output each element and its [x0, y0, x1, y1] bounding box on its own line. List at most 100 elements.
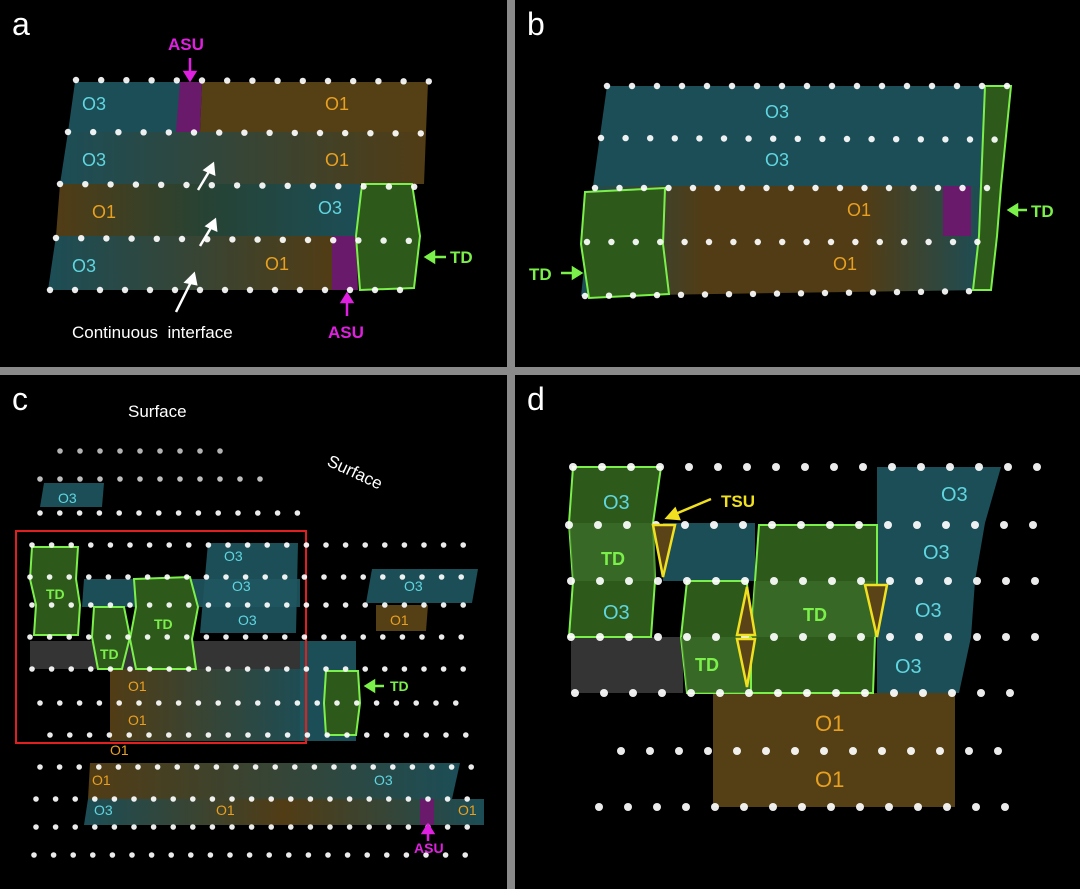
atom-dot: [77, 448, 83, 454]
atom-dot: [56, 764, 63, 770]
atom-dot: [190, 129, 198, 136]
atom-dot: [382, 602, 388, 608]
atom-dot: [745, 689, 753, 697]
atom-dot: [733, 747, 741, 755]
label-o1: O1: [110, 742, 129, 758]
atom-dot: [768, 521, 776, 529]
atom-dot: [171, 286, 179, 294]
atom-dot: [710, 521, 718, 529]
atom-dot: [266, 852, 273, 858]
atom-dot: [178, 235, 186, 243]
atom-dot: [382, 666, 388, 672]
atom-dot: [126, 732, 132, 738]
atom-dot: [941, 288, 949, 295]
atom-dot: [409, 764, 416, 770]
band-mix-3: [56, 184, 360, 236]
atom-dot: [380, 574, 386, 580]
atom-dot: [127, 542, 133, 548]
atom-dot: [246, 286, 254, 294]
atom-dot: [350, 77, 357, 85]
band-o1-small: [376, 605, 428, 631]
atom-dot: [716, 689, 724, 697]
label-td: TD: [390, 678, 409, 694]
panel-label: d: [527, 381, 545, 417]
label-o1: O1: [458, 802, 477, 818]
atom-dot: [107, 602, 114, 608]
atom-dot: [107, 542, 114, 548]
atom-dot: [429, 764, 435, 770]
atom-dot: [244, 542, 251, 548]
atom-dot: [629, 689, 637, 697]
atom-dot: [203, 574, 210, 580]
atom-dot: [978, 82, 986, 90]
panel-label: c: [12, 381, 28, 417]
atom-dot: [125, 634, 131, 640]
atom-dot: [1031, 577, 1039, 585]
atom-dot: [653, 82, 661, 90]
atom-dot: [268, 796, 275, 802]
atom-dot: [52, 234, 60, 242]
atom-dot: [334, 700, 340, 706]
atom-dot: [720, 135, 728, 142]
atom-dot: [627, 463, 635, 471]
atom-dot: [154, 764, 161, 770]
atom-dot: [371, 286, 379, 294]
atom-dot: [76, 764, 82, 770]
atom-dot: [385, 183, 393, 190]
atom-dot: [362, 542, 369, 548]
label-o3: O3: [765, 102, 789, 122]
atom-dot: [72, 796, 78, 802]
atom-dot: [779, 238, 786, 246]
atom-dot: [235, 700, 241, 706]
atom-dot: [567, 633, 575, 641]
label-asu: ASU: [328, 323, 364, 342]
atom-dot: [653, 291, 661, 299]
atom-dot: [362, 602, 369, 608]
atom-dot: [421, 666, 427, 672]
atom-dot: [346, 796, 353, 802]
atom-dot: [103, 235, 110, 242]
atom-dot: [832, 689, 840, 697]
atom-dot: [111, 824, 118, 830]
atom-dot: [284, 602, 290, 608]
atom-dot: [1031, 633, 1039, 641]
atom-dot: [443, 732, 449, 738]
atom-dot: [675, 747, 683, 755]
atom-dot: [186, 602, 192, 608]
atom-dot: [307, 796, 314, 802]
atom-dot: [116, 510, 122, 516]
atom-dot: [885, 184, 893, 192]
label-td: TD: [100, 646, 119, 662]
atom-dot: [849, 747, 857, 755]
label-td: TD: [601, 549, 625, 569]
atom-dot: [868, 135, 875, 143]
atom-dot: [799, 633, 807, 641]
atom-dot: [628, 82, 636, 90]
atom-dot: [86, 634, 92, 640]
atom-dot: [213, 764, 220, 770]
atom-dot: [344, 852, 351, 858]
atom-dot: [914, 803, 922, 811]
td-arrow: [423, 249, 446, 265]
atom-dot: [27, 574, 33, 580]
atom-dot: [303, 542, 310, 548]
atom-dot: [77, 476, 83, 482]
atom-dot: [125, 574, 131, 580]
atom-dot: [264, 542, 271, 548]
atom-dot: [819, 135, 826, 143]
atom-dot: [217, 476, 223, 482]
atom-dot: [910, 184, 917, 192]
atom-dot: [90, 852, 96, 858]
atom-dot: [150, 796, 157, 802]
atom-dot: [144, 634, 151, 640]
atom-dot: [96, 764, 102, 770]
atom-dot: [166, 732, 172, 738]
atom-dot: [68, 542, 74, 548]
atom-dot: [423, 852, 429, 858]
atom-dot: [92, 796, 98, 802]
atom-dot: [977, 689, 985, 697]
atom-dot: [714, 463, 722, 471]
atom-dot: [401, 602, 408, 608]
atom-dot: [150, 824, 157, 830]
atom-dot: [330, 237, 337, 244]
